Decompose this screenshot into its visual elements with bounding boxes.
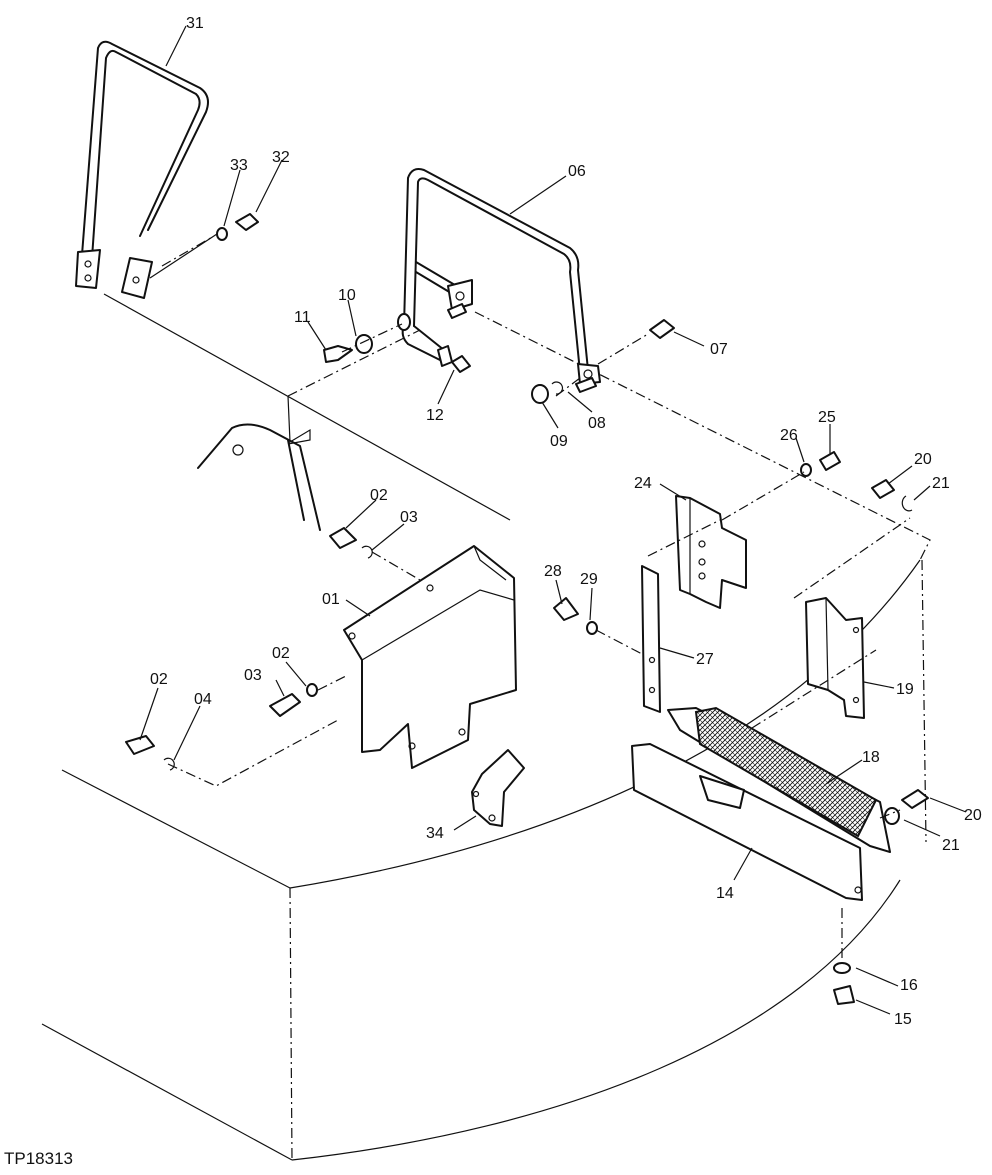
figure-id: TP18313 [4,1149,73,1168]
callout-32: 32 [272,149,290,166]
callout-28: 28 [544,563,562,580]
callout-19: 19 [896,681,914,698]
callout-14: 14 [716,885,734,902]
callout-21: 21 [942,837,960,854]
handrail-31 [75,40,221,299]
callout-12: 12 [426,407,444,424]
callout-27: 27 [696,651,714,668]
shield-34 [471,749,525,827]
callout-31: 31 [186,15,204,32]
callout-20: 20 [964,807,982,824]
callout-21: 21 [932,475,950,492]
callout-10: 10 [338,287,356,304]
callout-24: 24 [634,475,652,492]
callout-16: 16 [900,977,918,994]
step-tread-18 [667,706,891,853]
alignment-lines [161,235,911,958]
cab-corner-bracket [197,423,321,531]
machine-body-outline [41,293,931,1161]
callout-34: 34 [426,825,444,842]
bracket-27 [641,565,661,713]
callout-04: 04 [194,691,212,708]
callout-02: 03 [244,667,262,684]
callout-11: 11 [294,309,311,326]
callout-18: 18 [862,749,880,766]
bracket-01 [343,545,517,769]
callout-02: 02 [150,671,168,688]
callout-leaders [139,25,967,1015]
callout-29: 29 [580,571,598,588]
callout-33: 33 [230,157,248,174]
handrail-06 [401,168,601,393]
callout-labels: 31 33 32 06 11 10 07 12 09 08 26 25 20 2… [150,15,982,1028]
bracket-24 [675,495,747,609]
callout-06: 06 [568,163,586,180]
callout-08: 08 [588,415,606,432]
callout-09: 09 [550,433,568,450]
callout-20: 20 [914,451,932,468]
step-bracket-14 [631,743,863,901]
bracket-19 [805,597,865,719]
callout-01: 01 [322,591,340,608]
callout-03: 02 [272,645,290,662]
callout-15: 15 [894,1011,912,1028]
callout-25: 25 [818,409,836,426]
callout-07: 07 [710,341,728,358]
callout-02: 02 [370,487,388,504]
callout-03: 03 [400,509,418,526]
callout-26: 26 [780,427,798,444]
